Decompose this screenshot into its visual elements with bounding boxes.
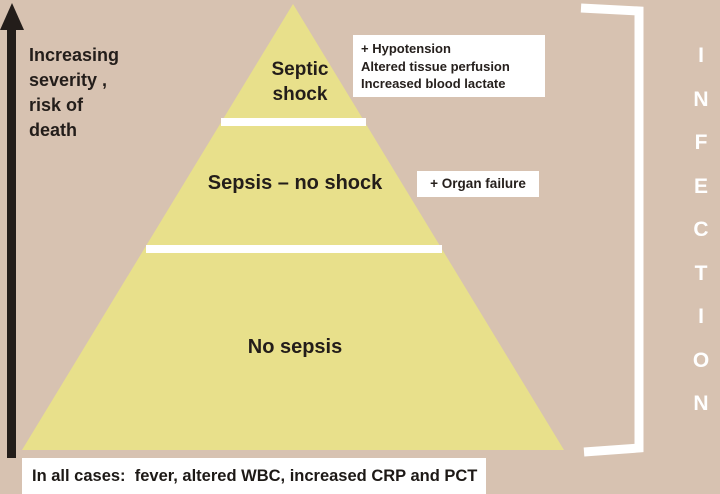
severity-arrow-head xyxy=(0,3,24,30)
infection-bracket xyxy=(580,3,644,457)
infection-letter: I xyxy=(698,305,704,328)
infection-letter: F xyxy=(694,131,708,154)
footer-text: In all cases: fever, altered WBC, increa… xyxy=(32,467,478,485)
pyramid-shape xyxy=(22,4,564,450)
level-label-septic-shock: Septic shock xyxy=(225,57,375,107)
severity-arrow-shaft xyxy=(7,24,16,458)
infection-letter: N xyxy=(693,87,709,111)
level-label-no-sepsis: No sepsis xyxy=(247,336,343,358)
level-label-sepsis-no-shock: Sepsis – no shock xyxy=(207,172,383,194)
callout-line: + Hypotension xyxy=(361,41,451,56)
severity-axis-caption: Increasing severity , risk of death xyxy=(29,43,119,143)
infection-letter: O xyxy=(692,348,710,372)
septic-shock-line: Septic xyxy=(271,59,329,80)
callout-line: Increased blood lactate xyxy=(361,76,506,91)
severity-caption-line: severity , xyxy=(29,70,108,90)
infection-vertical-label: I N F E C T I O N xyxy=(688,34,714,426)
infection-letter: E xyxy=(693,174,708,198)
infection-letter: N xyxy=(693,392,709,415)
level-divider-top xyxy=(221,118,366,126)
callout-septic-shock: + Hypotension Altered tissue perfusion I… xyxy=(353,35,545,97)
level-divider-bottom xyxy=(146,245,442,253)
infection-letter: T xyxy=(694,261,708,285)
infection-letter: C xyxy=(693,218,709,241)
callout-organ-failure: + Organ failure xyxy=(417,171,539,197)
septic-shock-line: shock xyxy=(272,84,328,105)
infection-letter: I xyxy=(698,44,704,67)
callout-line: Altered tissue perfusion xyxy=(361,58,510,74)
footer-bar: In all cases: fever, altered WBC, increa… xyxy=(22,458,486,494)
severity-caption-line: death xyxy=(29,120,78,140)
severity-caption-line: Increasing xyxy=(29,45,120,65)
severity-caption-line: risk of xyxy=(29,95,84,115)
